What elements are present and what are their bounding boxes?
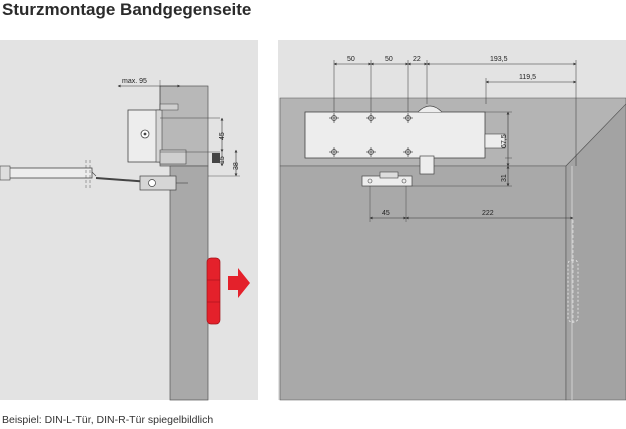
page-title: Sturzmontage Bandgegenseite	[2, 0, 252, 19]
dim-67-5: 67,5	[501, 134, 508, 148]
dim-45-front: 45	[382, 210, 390, 217]
direction-arrow-icon	[228, 268, 250, 298]
door-leaf-front	[279, 165, 567, 401]
door-handle	[206, 257, 221, 325]
mounting-plate	[159, 149, 187, 165]
arm-bracket-front	[419, 155, 435, 175]
dim-38-side: 38	[233, 162, 240, 170]
dim-119-5: 119,5	[519, 74, 536, 81]
dim-50-b: 50	[385, 56, 393, 63]
side-view-panel	[0, 40, 258, 400]
dim-193-5: 193,5	[490, 56, 508, 63]
dim-222: 222	[482, 210, 494, 217]
dim-31: 31	[501, 174, 508, 182]
closer-body-front	[304, 111, 486, 159]
dim-22: 22	[413, 56, 421, 63]
dim-50-a: 50	[347, 56, 355, 63]
dim-15-side: 15	[219, 156, 226, 164]
dim-45-side: 45	[219, 132, 226, 140]
caption: Beispiel: DIN-L-Tür, DIN-R-Tür spiegelbi…	[2, 414, 214, 426]
dim-max95: max. 95	[122, 78, 147, 85]
closer-arm	[0, 167, 93, 179]
door-leaf-section	[169, 165, 209, 401]
